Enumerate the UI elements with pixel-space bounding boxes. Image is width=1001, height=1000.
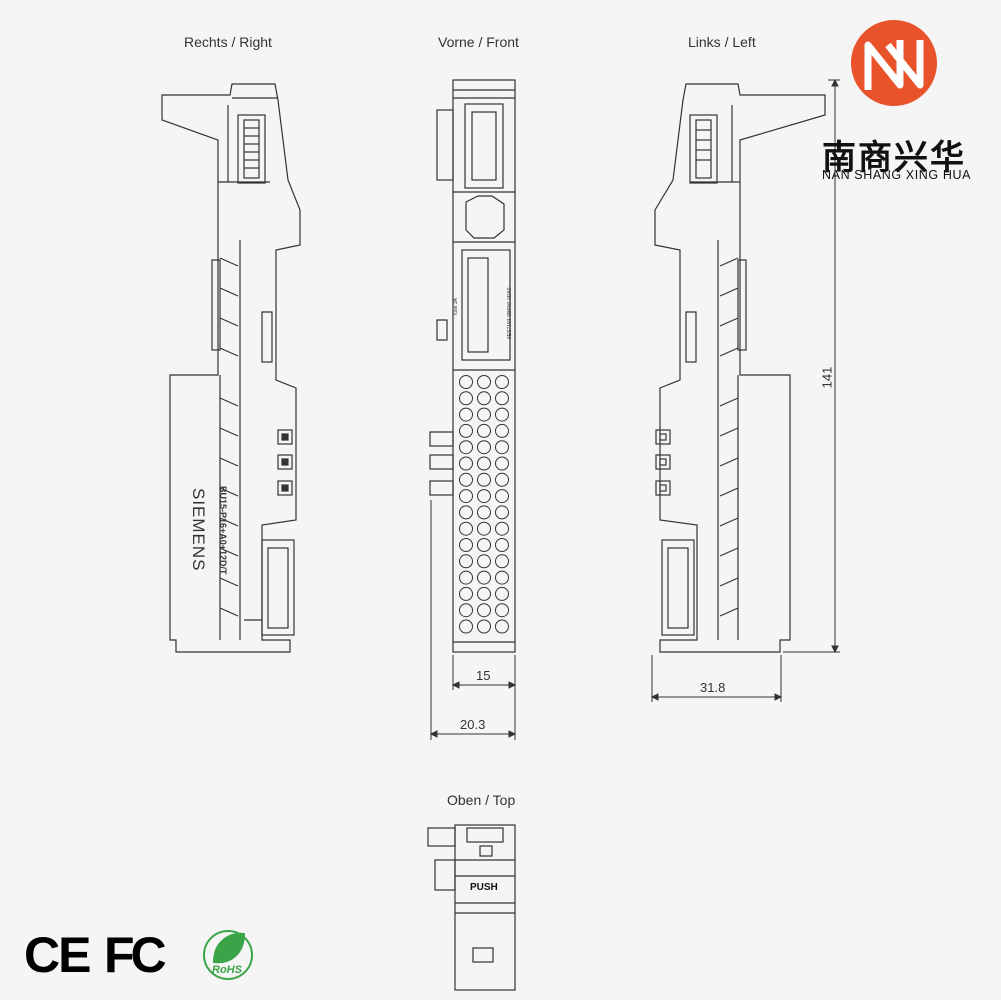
- terminal-circle: [495, 586, 509, 601]
- terminal-circle: [477, 505, 491, 520]
- terminal-circle: [459, 440, 473, 455]
- brand-name-english: NAN SHANG XING HUA: [822, 168, 972, 182]
- terminal-circle: [477, 456, 491, 471]
- push-label: PUSH: [470, 882, 498, 893]
- view-title-left: Links / Left: [688, 34, 756, 50]
- terminal-circle: [495, 489, 509, 504]
- part-number: 6ES7193-6BP00-0DA0: [507, 287, 513, 339]
- view-title-top: Oben / Top: [447, 792, 516, 808]
- terminal-circle: [495, 472, 509, 487]
- terminal-circle: [459, 472, 473, 487]
- terminal-circle: [459, 538, 473, 552]
- terminal-circle: [477, 521, 491, 536]
- terminal-circle: [459, 570, 473, 585]
- terminal-circle: [477, 538, 491, 552]
- dimension-lines: [429, 78, 840, 740]
- view-title-right: Rechts / Right: [184, 34, 272, 50]
- terminal-circle: [495, 407, 509, 422]
- brand-logo-icon: [851, 20, 937, 106]
- terminal-circle: [495, 391, 509, 406]
- terminal-circle: [459, 375, 473, 389]
- rohs-label: RoHS: [212, 964, 242, 976]
- terminal-circle: [459, 619, 473, 634]
- view-title-front: Vorne / Front: [438, 34, 519, 50]
- terminal-circle: [495, 505, 509, 520]
- dimension-front-width: 15: [476, 668, 491, 683]
- terminal-circle: [459, 423, 473, 438]
- terminal-circle: [495, 423, 509, 438]
- device-brand: SIEMENS: [189, 488, 208, 572]
- terminal-circle: [477, 423, 491, 438]
- terminal-circle: [495, 619, 509, 634]
- terminal-circle: [459, 586, 473, 601]
- terminal-circle: [495, 456, 509, 471]
- terminal-circle: [459, 505, 473, 520]
- terminal-circle: [477, 603, 491, 618]
- terminal-circle: [459, 407, 473, 422]
- terminal-circle: [477, 472, 491, 487]
- dimension-left-depth: 31.8: [700, 680, 726, 695]
- dimension-front-total: 20.3: [460, 717, 486, 732]
- terminal-circle: [477, 440, 491, 455]
- left-side-view: [654, 83, 826, 653]
- terminal-circle: [477, 554, 491, 569]
- top-view: [427, 824, 516, 991]
- terminal-circle: [495, 521, 509, 536]
- terminal-circle: [477, 375, 491, 389]
- right-side-view: [161, 83, 301, 653]
- terminal-circle: [495, 603, 509, 618]
- terminal-circle: [477, 570, 491, 585]
- front-terminal-grid: [459, 375, 509, 634]
- terminal-circle: [477, 489, 491, 504]
- terminal-circle: [477, 586, 491, 601]
- terminal-circle: [495, 538, 509, 552]
- terminal-circle: [459, 603, 473, 618]
- rohs-icon: [203, 930, 253, 980]
- terminal-circle: [477, 619, 491, 634]
- terminal-circle: [495, 570, 509, 585]
- terminal-circle: [495, 440, 509, 455]
- terminal-circle: [459, 521, 473, 536]
- brand-name-chinese: 南商兴华: [822, 138, 966, 178]
- terminal-circle: [495, 375, 509, 389]
- ce-mark: CE: [24, 927, 91, 983]
- device-model: BU15-P16+A0+12D/T: [218, 486, 228, 575]
- fcc-mark: FC: [104, 927, 167, 983]
- terminal-circle: [477, 391, 491, 406]
- fuse-label: fuse 3A: [453, 298, 459, 315]
- front-view: [429, 79, 516, 653]
- terminal-circle: [459, 391, 473, 406]
- terminal-circle: [495, 554, 509, 569]
- terminal-circle: [459, 456, 473, 471]
- terminal-circle: [477, 407, 491, 422]
- terminal-circle: [459, 554, 473, 569]
- terminal-circle: [459, 489, 473, 504]
